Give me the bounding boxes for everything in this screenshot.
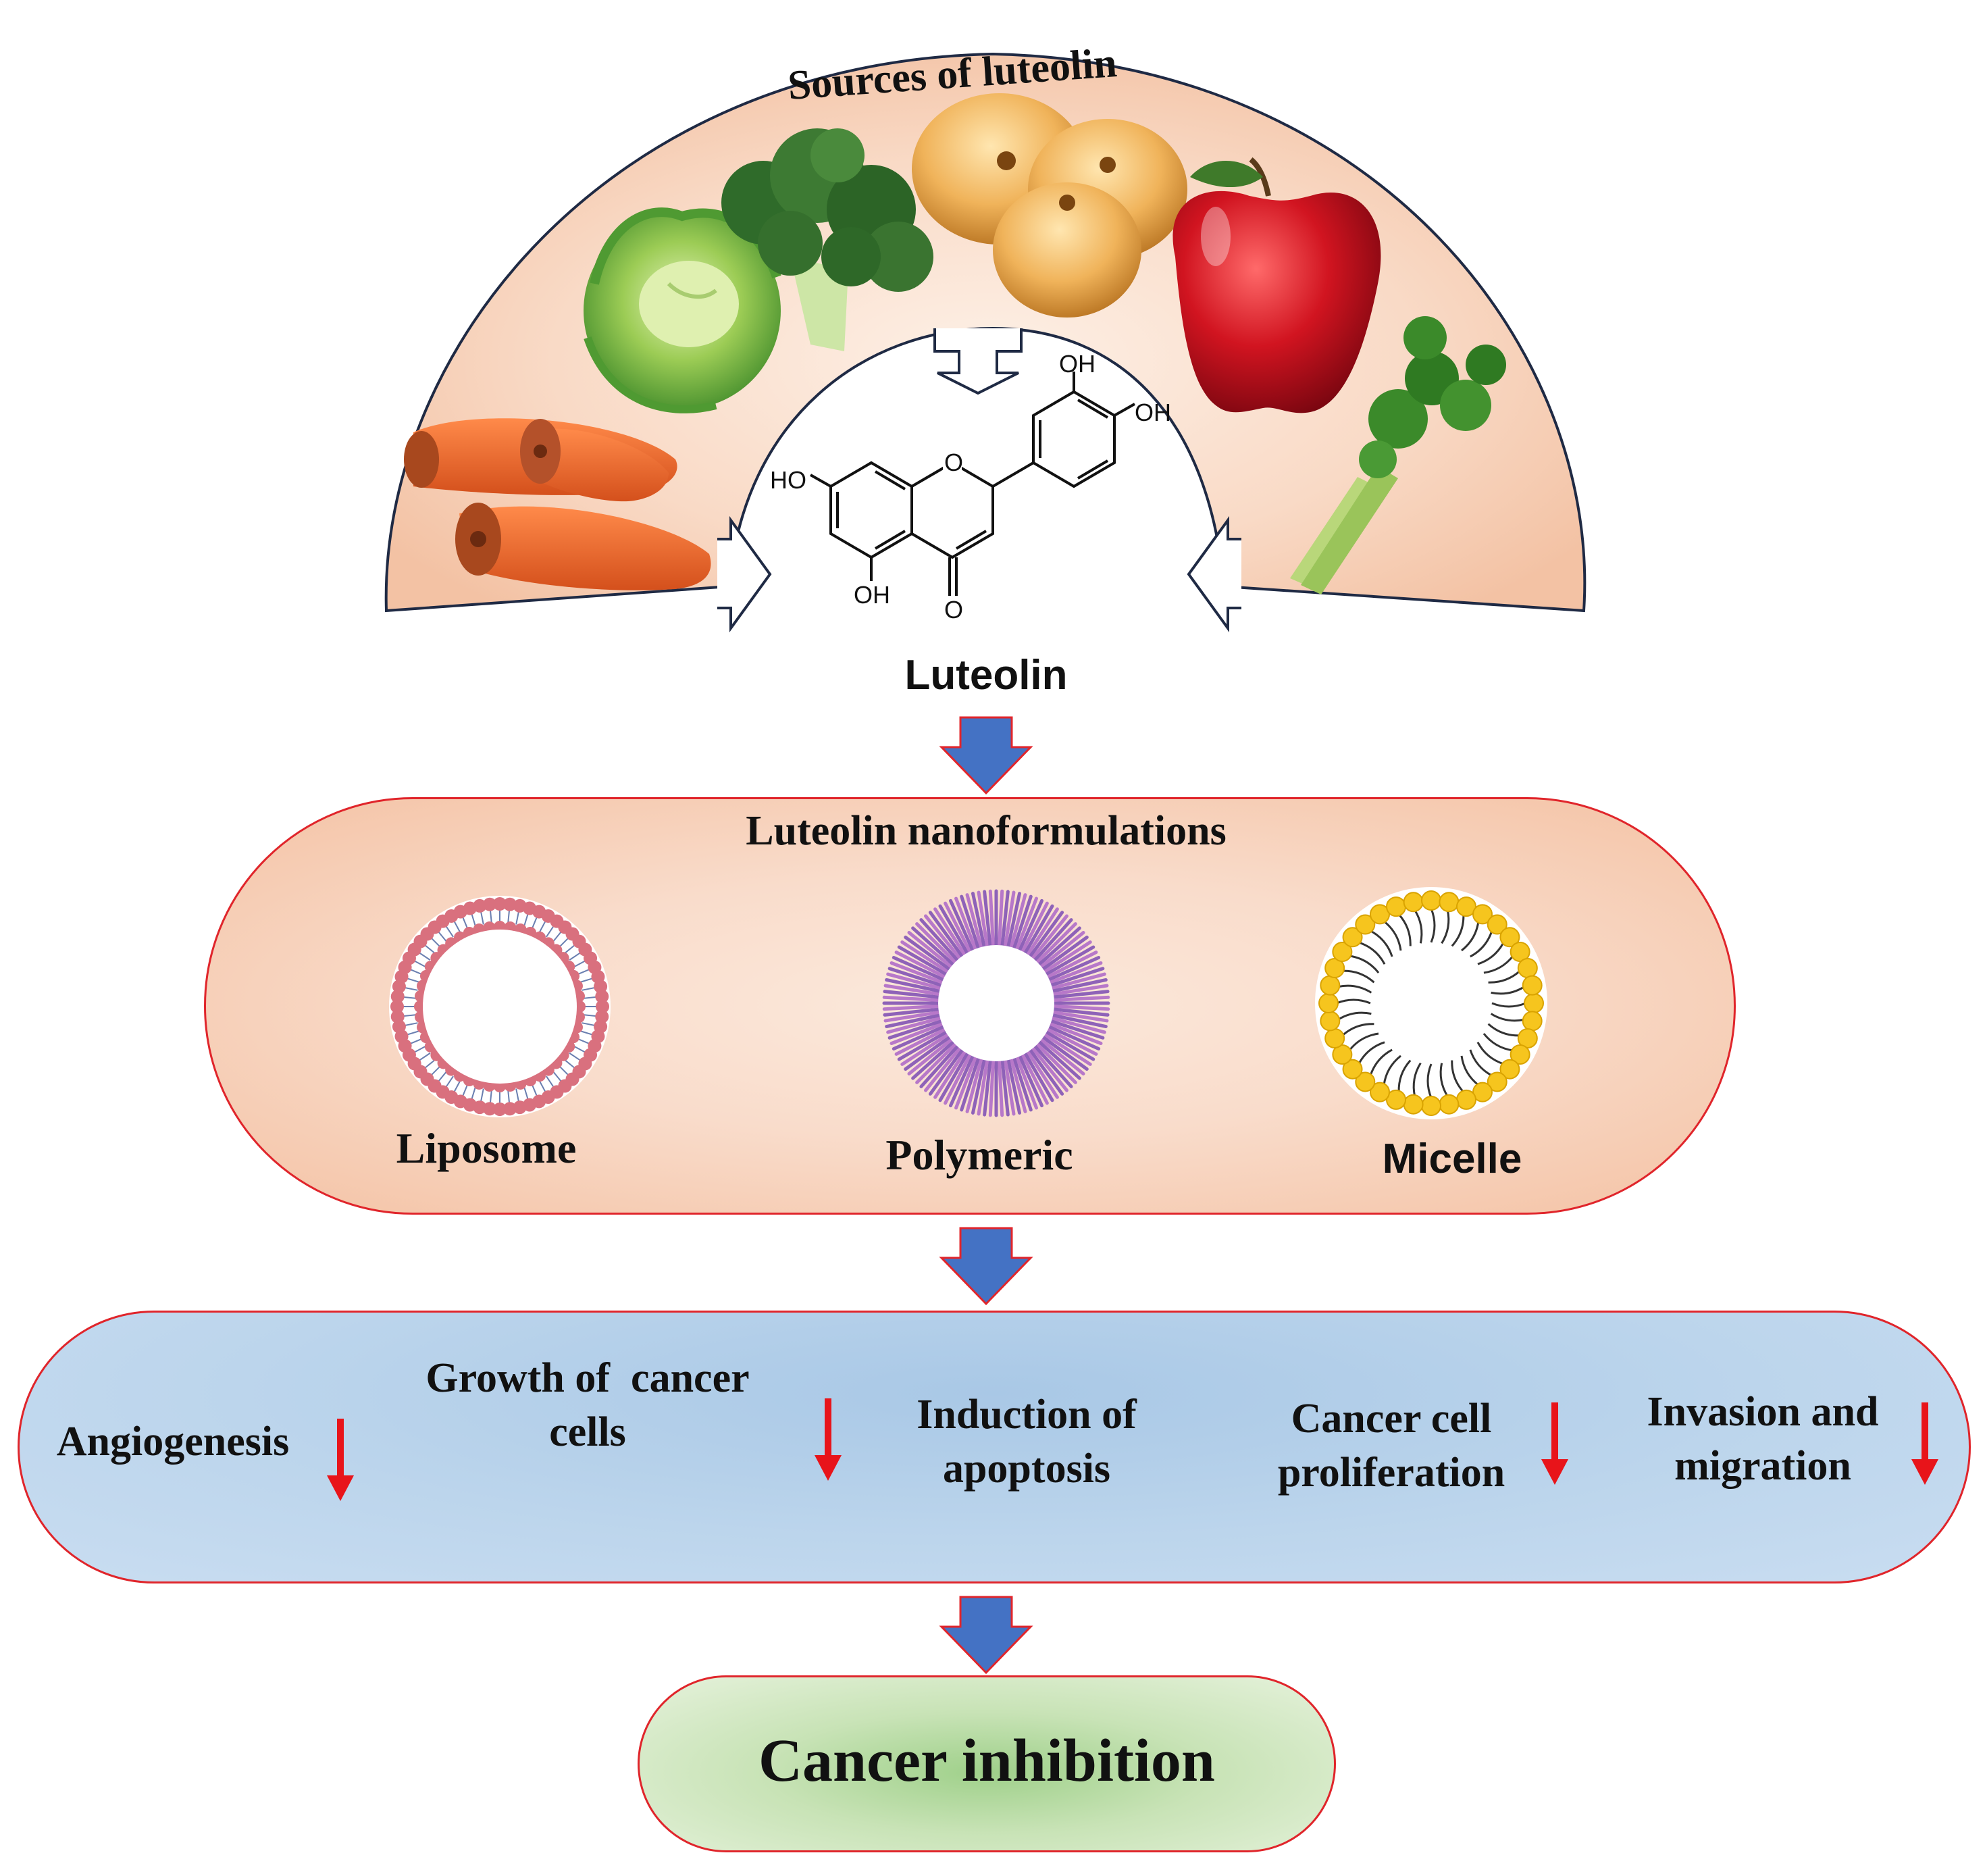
- effect-growth-line1: Growth of cancer: [426, 1355, 750, 1401]
- luteolin-structure: [810, 372, 1135, 596]
- effect-apoptosis-line2: apoptosis: [942, 1446, 1111, 1492]
- effect-proliferation-line1: Cancer cell: [1291, 1396, 1492, 1442]
- micelle-icon: [1315, 887, 1547, 1119]
- effect-invasion-line1: Invasion and: [1647, 1389, 1879, 1435]
- effect-apoptosis-line1: Induction of: [917, 1392, 1137, 1438]
- onion-icon: [912, 93, 1187, 318]
- apple-icon: [1172, 157, 1381, 413]
- carrot-icon: [404, 418, 711, 590]
- decrease-arrow-icon: [327, 1419, 354, 1501]
- oh-label-3: OH: [854, 581, 890, 609]
- molecule-name: Luteolin: [904, 652, 1068, 699]
- outcome-label: Cancer inhibition: [758, 1727, 1215, 1794]
- arrow-left-icon: [717, 515, 772, 633]
- oh-label-1: OH: [1059, 350, 1095, 378]
- liposome-label: Liposome: [396, 1124, 577, 1172]
- flow-arrow-2-icon: [939, 1227, 1033, 1306]
- ring-oxygen-label: O: [944, 449, 964, 476]
- celery-icon: [1290, 316, 1506, 594]
- effect-angiogenesis: Angiogenesis: [56, 1419, 290, 1465]
- arrow-right-icon: [1187, 515, 1241, 633]
- effect-proliferation-line2: proliferation: [1277, 1450, 1505, 1496]
- decrease-arrow-icon: [1541, 1402, 1568, 1485]
- arrow-top-icon: [933, 328, 1023, 395]
- decrease-arrow-icon: [815, 1398, 842, 1481]
- polymeric-icon: [882, 889, 1110, 1117]
- flow-arrow-1-icon: [939, 716, 1033, 795]
- effect-growth-line2: cells: [549, 1409, 626, 1455]
- decrease-arrow-icon: [1911, 1402, 1938, 1485]
- micelle-label: Micelle: [1382, 1136, 1522, 1182]
- effect-invasion-line2: migration: [1674, 1443, 1851, 1489]
- ho-label: HO: [770, 466, 806, 494]
- flow-arrow-3-icon: [939, 1596, 1033, 1675]
- sources-dome: [384, 52, 1587, 633]
- dome-shape: [384, 52, 1587, 613]
- oh-label-2: OH: [1135, 399, 1171, 426]
- nanoformulations-title: Luteolin nanoformulations: [746, 808, 1227, 854]
- carbonyl-oxygen-label: O: [944, 596, 964, 624]
- broccoli-icon: [721, 128, 933, 351]
- outcome-panel: [638, 1675, 1336, 1852]
- polymeric-label: Polymeric: [885, 1131, 1073, 1179]
- liposome-icon: [389, 896, 611, 1117]
